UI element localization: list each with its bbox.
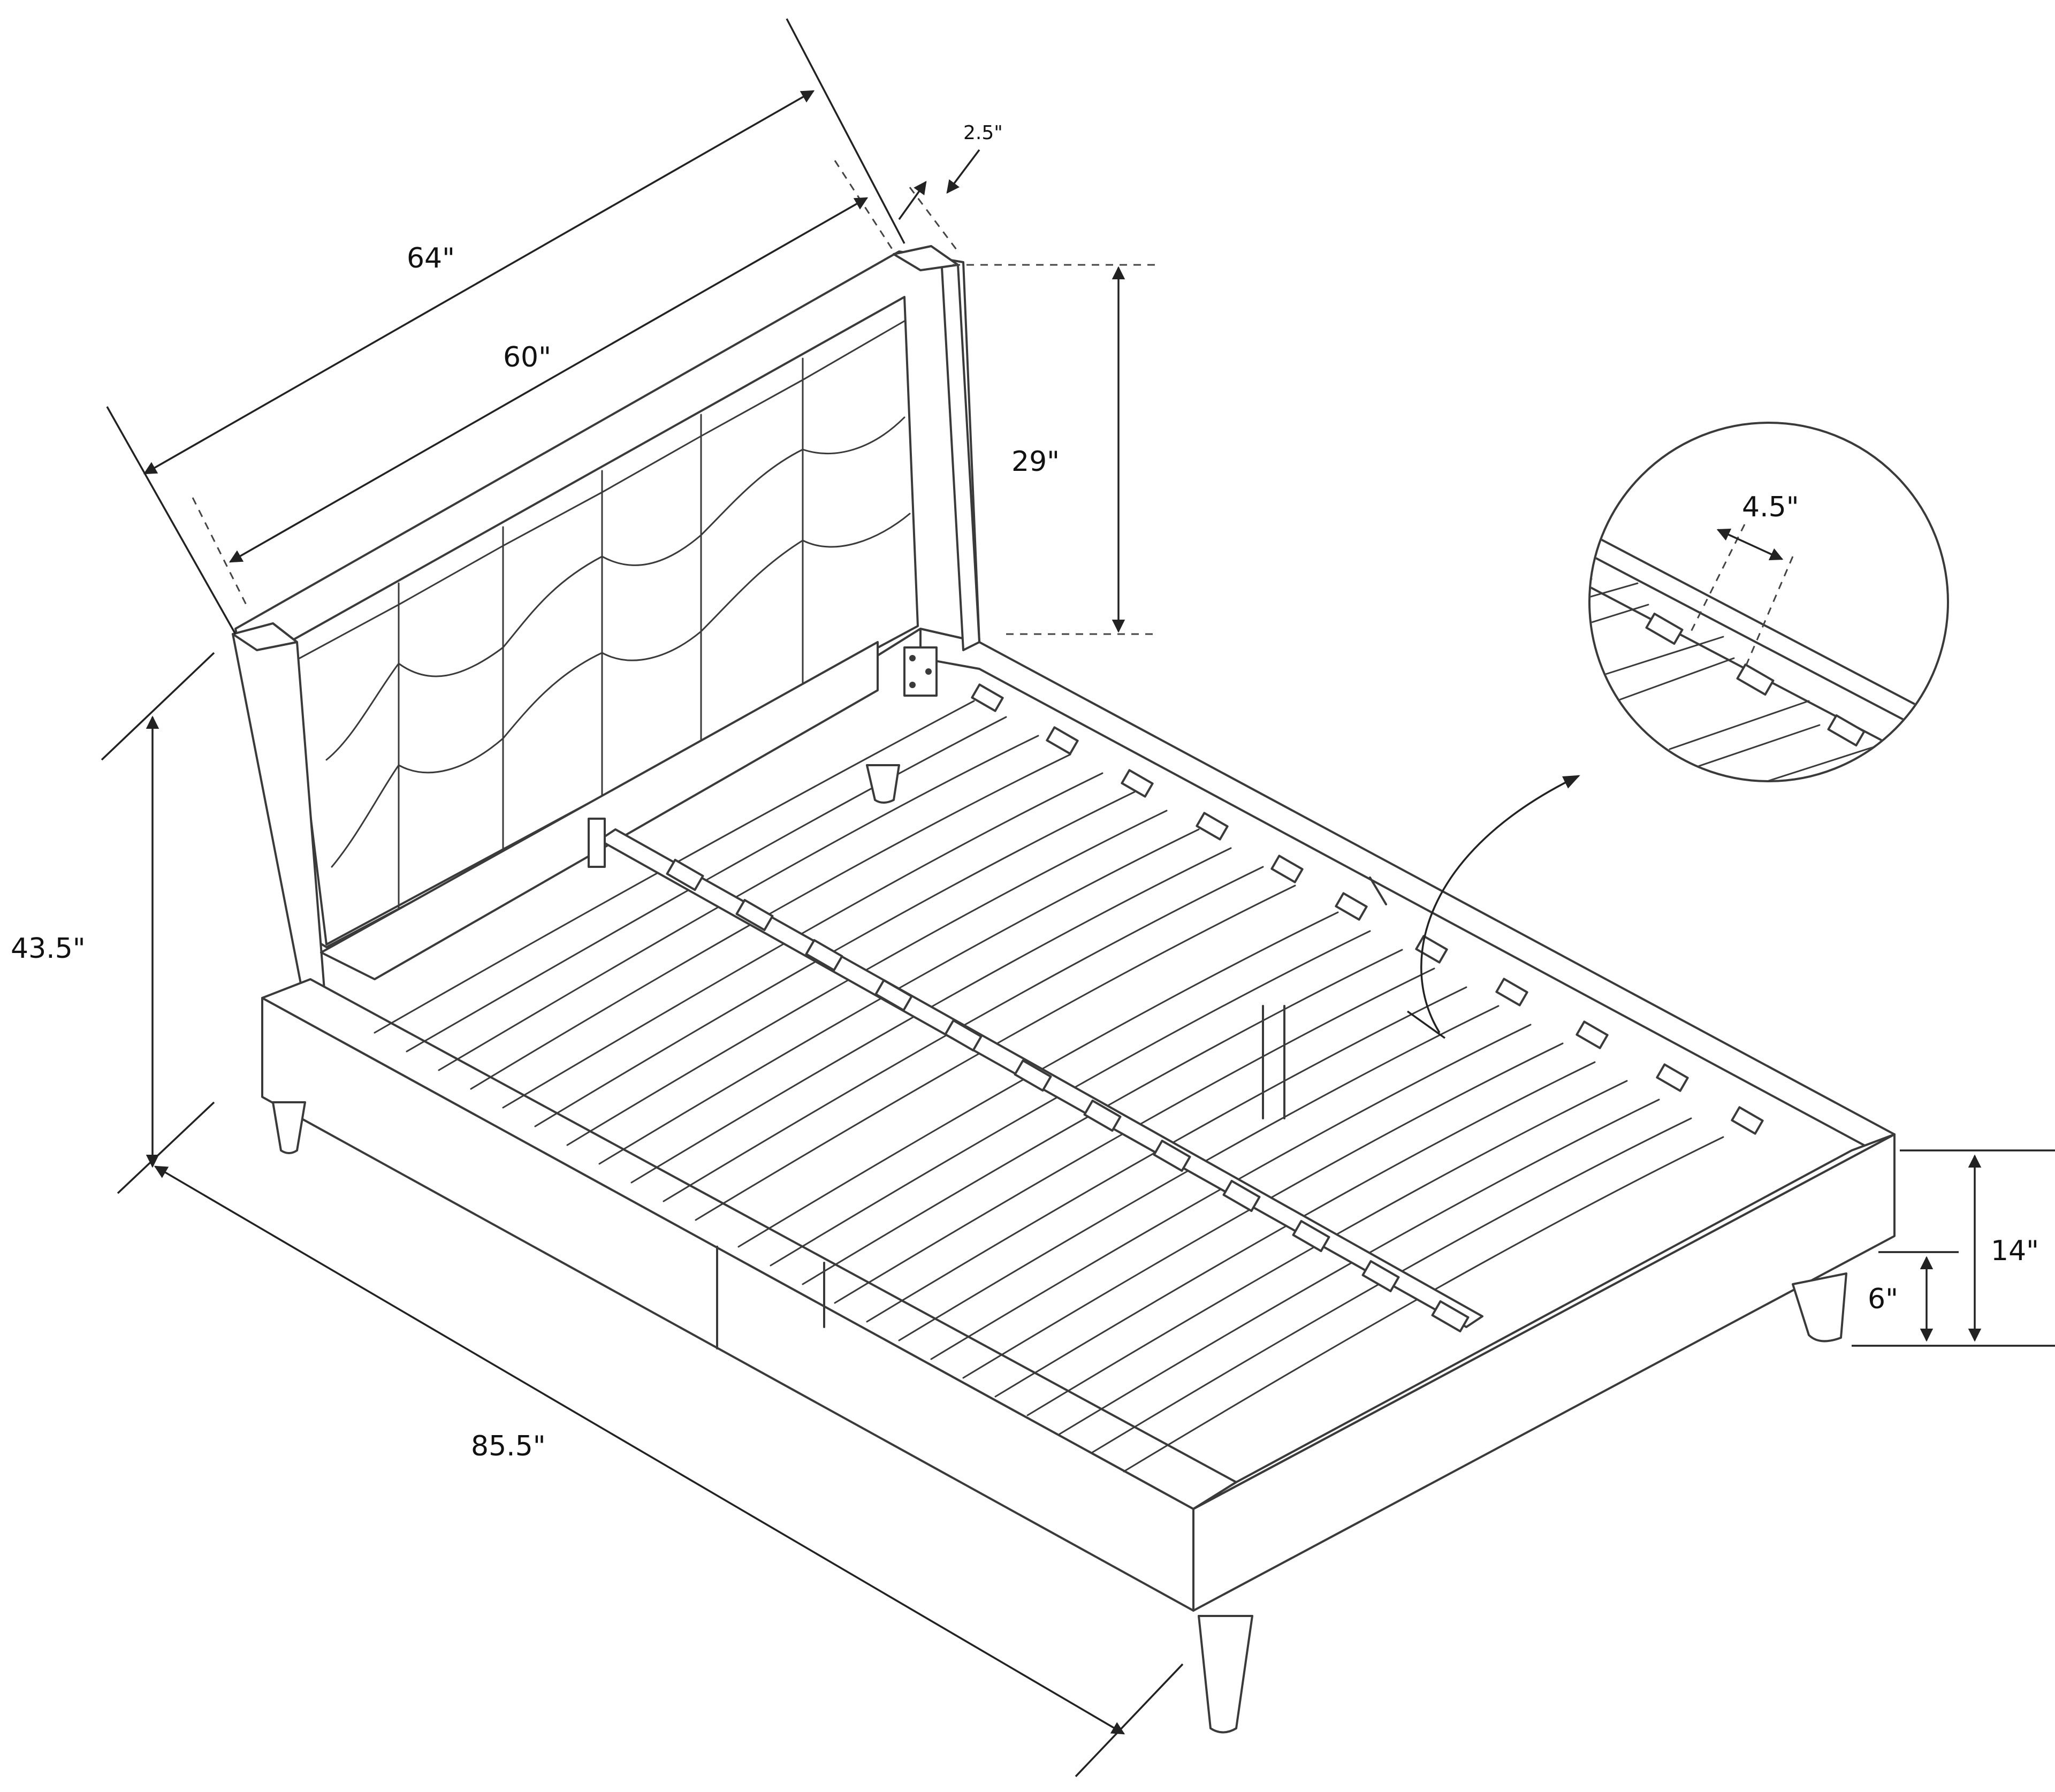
label-slat-spacing: 4.5" bbox=[1742, 491, 1799, 523]
label-inner-width: 60" bbox=[503, 341, 551, 373]
bed-legs bbox=[272, 764, 1847, 1734]
label-overall-width: 64" bbox=[407, 242, 455, 274]
label-frame-height: 14" bbox=[1991, 1235, 2039, 1267]
label-overall-length: 85.5" bbox=[471, 1430, 546, 1462]
slat-detail-callout bbox=[1406, 422, 1949, 1039]
headboard-left-post bbox=[232, 622, 328, 1020]
center-support-beam bbox=[588, 818, 1483, 1332]
head-inner-panel bbox=[320, 641, 879, 980]
label-post-width: 2.5" bbox=[963, 122, 1003, 144]
dimension-labels: 64" 60" 2.5" 29" 43.5" 85.5" 4.5" 14" 6" bbox=[11, 122, 2039, 1462]
bed-frame bbox=[232, 245, 1896, 1734]
foot-rail bbox=[1192, 1133, 1896, 1612]
label-clearance: 6" bbox=[1868, 1283, 1898, 1315]
headboard-bracket bbox=[903, 646, 938, 697]
dimension-lines bbox=[101, 18, 2055, 1778]
label-headboard-height: 29" bbox=[1011, 446, 1060, 478]
slat-end-caps bbox=[971, 683, 1764, 1135]
label-overall-height: 43.5" bbox=[11, 933, 86, 965]
headboard-right-post bbox=[893, 245, 980, 651]
